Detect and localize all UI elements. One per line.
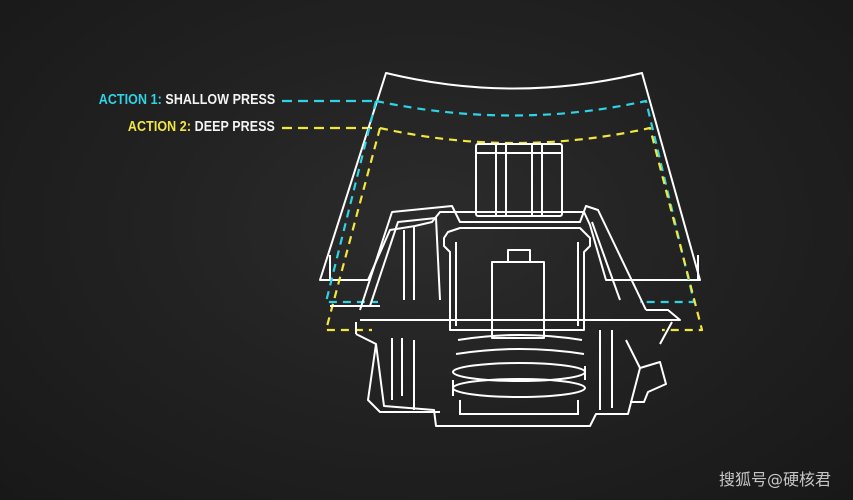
legend-shallow-prefix: ACTION 1:	[98, 92, 162, 108]
shallow-press-outline	[324, 99, 696, 304]
switch-stem	[475, 143, 563, 217]
keycap-outline	[319, 72, 701, 281]
switch-housing	[330, 205, 681, 427]
legend-deep-prefix: ACTION 2:	[127, 119, 192, 135]
legend-deep-label: DEEP PRESS	[194, 119, 275, 135]
watermark: 搜狐号@硬核君	[718, 470, 831, 489]
legend-shallow-label: SHALLOW PRESS	[165, 92, 275, 108]
legend-deep-press: ACTION 2: DEEP PRESS	[128, 119, 275, 135]
switch-spring	[452, 334, 586, 415]
legend-shallow-press: ACTION 1: SHALLOW PRESS	[98, 92, 275, 108]
